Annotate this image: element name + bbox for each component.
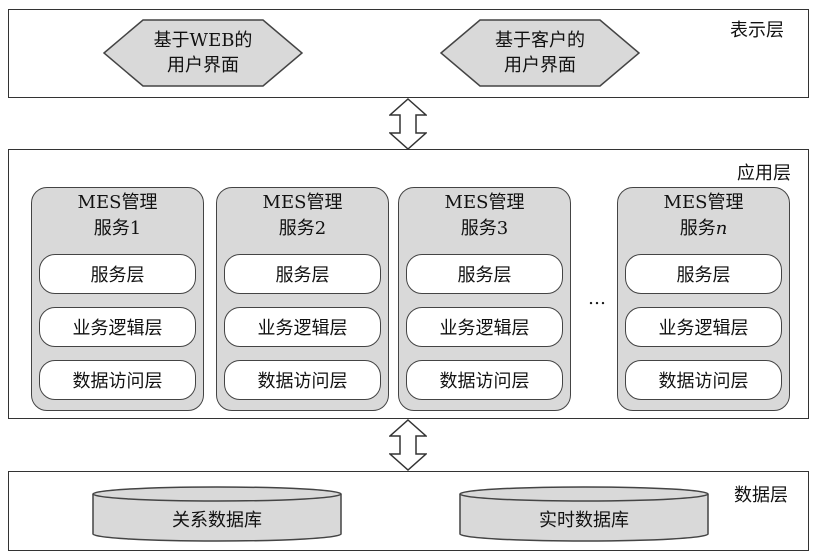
business-logic-sublayer: 业务逻辑层 [224, 307, 381, 347]
web-ui-node: 基于WEB的 用户界面 [102, 19, 304, 87]
database-cylinder-icon [92, 486, 342, 542]
service-sublayer: 服务层 [39, 254, 196, 294]
service-title: MES管理 [262, 192, 343, 213]
business-logic-sublayer: 业务逻辑层 [406, 307, 563, 347]
hexagon-shape [102, 19, 304, 87]
service-number: 3 [496, 218, 509, 239]
mes-service-1: MES管理 服务1 服务层 业务逻辑层 数据访问层 [31, 187, 204, 411]
web-ui-line1: 基于WEB的 [153, 30, 253, 51]
service-title: MES管理 [444, 192, 525, 213]
service-title-line2: 服务 [93, 218, 130, 239]
client-ui-line2: 用户界面 [504, 55, 576, 76]
service-number: 2 [314, 218, 327, 239]
application-layer-label: 应用层 [737, 163, 791, 184]
realtime-database: 实时数据库 [459, 486, 709, 542]
data-access-sublayer: 数据访问层 [625, 360, 782, 400]
service-title: MES管理 [663, 192, 744, 213]
data-layer-label: 数据层 [734, 485, 788, 506]
mes-service-2: MES管理 服务2 服务层 业务逻辑层 数据访问层 [216, 187, 389, 411]
web-ui-line2: 用户界面 [167, 55, 239, 76]
relational-database: 关系数据库 [92, 486, 342, 542]
business-logic-sublayer: 业务逻辑层 [39, 307, 196, 347]
client-ui-line1: 基于客户的 [495, 30, 585, 51]
hexagon-shape [439, 19, 641, 87]
realtime-database-label: 实时数据库 [539, 510, 629, 531]
service-number: 1 [129, 218, 142, 239]
service-title-line2: 服务 [278, 218, 315, 239]
client-ui-node: 基于客户的 用户界面 [439, 19, 641, 87]
double-arrow-icon [389, 98, 427, 150]
service-title: MES管理 [77, 192, 158, 213]
mes-service-3: MES管理 服务3 服务层 业务逻辑层 数据访问层 [398, 187, 571, 411]
presentation-layer-label: 表示层 [730, 20, 784, 41]
service-sublayer: 服务层 [625, 254, 782, 294]
service-number: n [715, 218, 728, 239]
mes-service-n: MES管理 服务n 服务层 业务逻辑层 数据访问层 [617, 187, 790, 411]
data-access-sublayer: 数据访问层 [224, 360, 381, 400]
service-sublayer: 服务层 [406, 254, 563, 294]
database-cylinder-icon [459, 486, 709, 542]
business-logic-sublayer: 业务逻辑层 [625, 307, 782, 347]
double-arrow-icon [389, 419, 427, 471]
data-access-sublayer: 数据访问层 [406, 360, 563, 400]
data-access-sublayer: 数据访问层 [39, 360, 196, 400]
service-title-line2: 服务 [679, 218, 716, 239]
service-title-line2: 服务 [460, 218, 497, 239]
relational-database-label: 关系数据库 [172, 510, 262, 531]
more-services-ellipsis: … [588, 288, 606, 309]
service-sublayer: 服务层 [224, 254, 381, 294]
